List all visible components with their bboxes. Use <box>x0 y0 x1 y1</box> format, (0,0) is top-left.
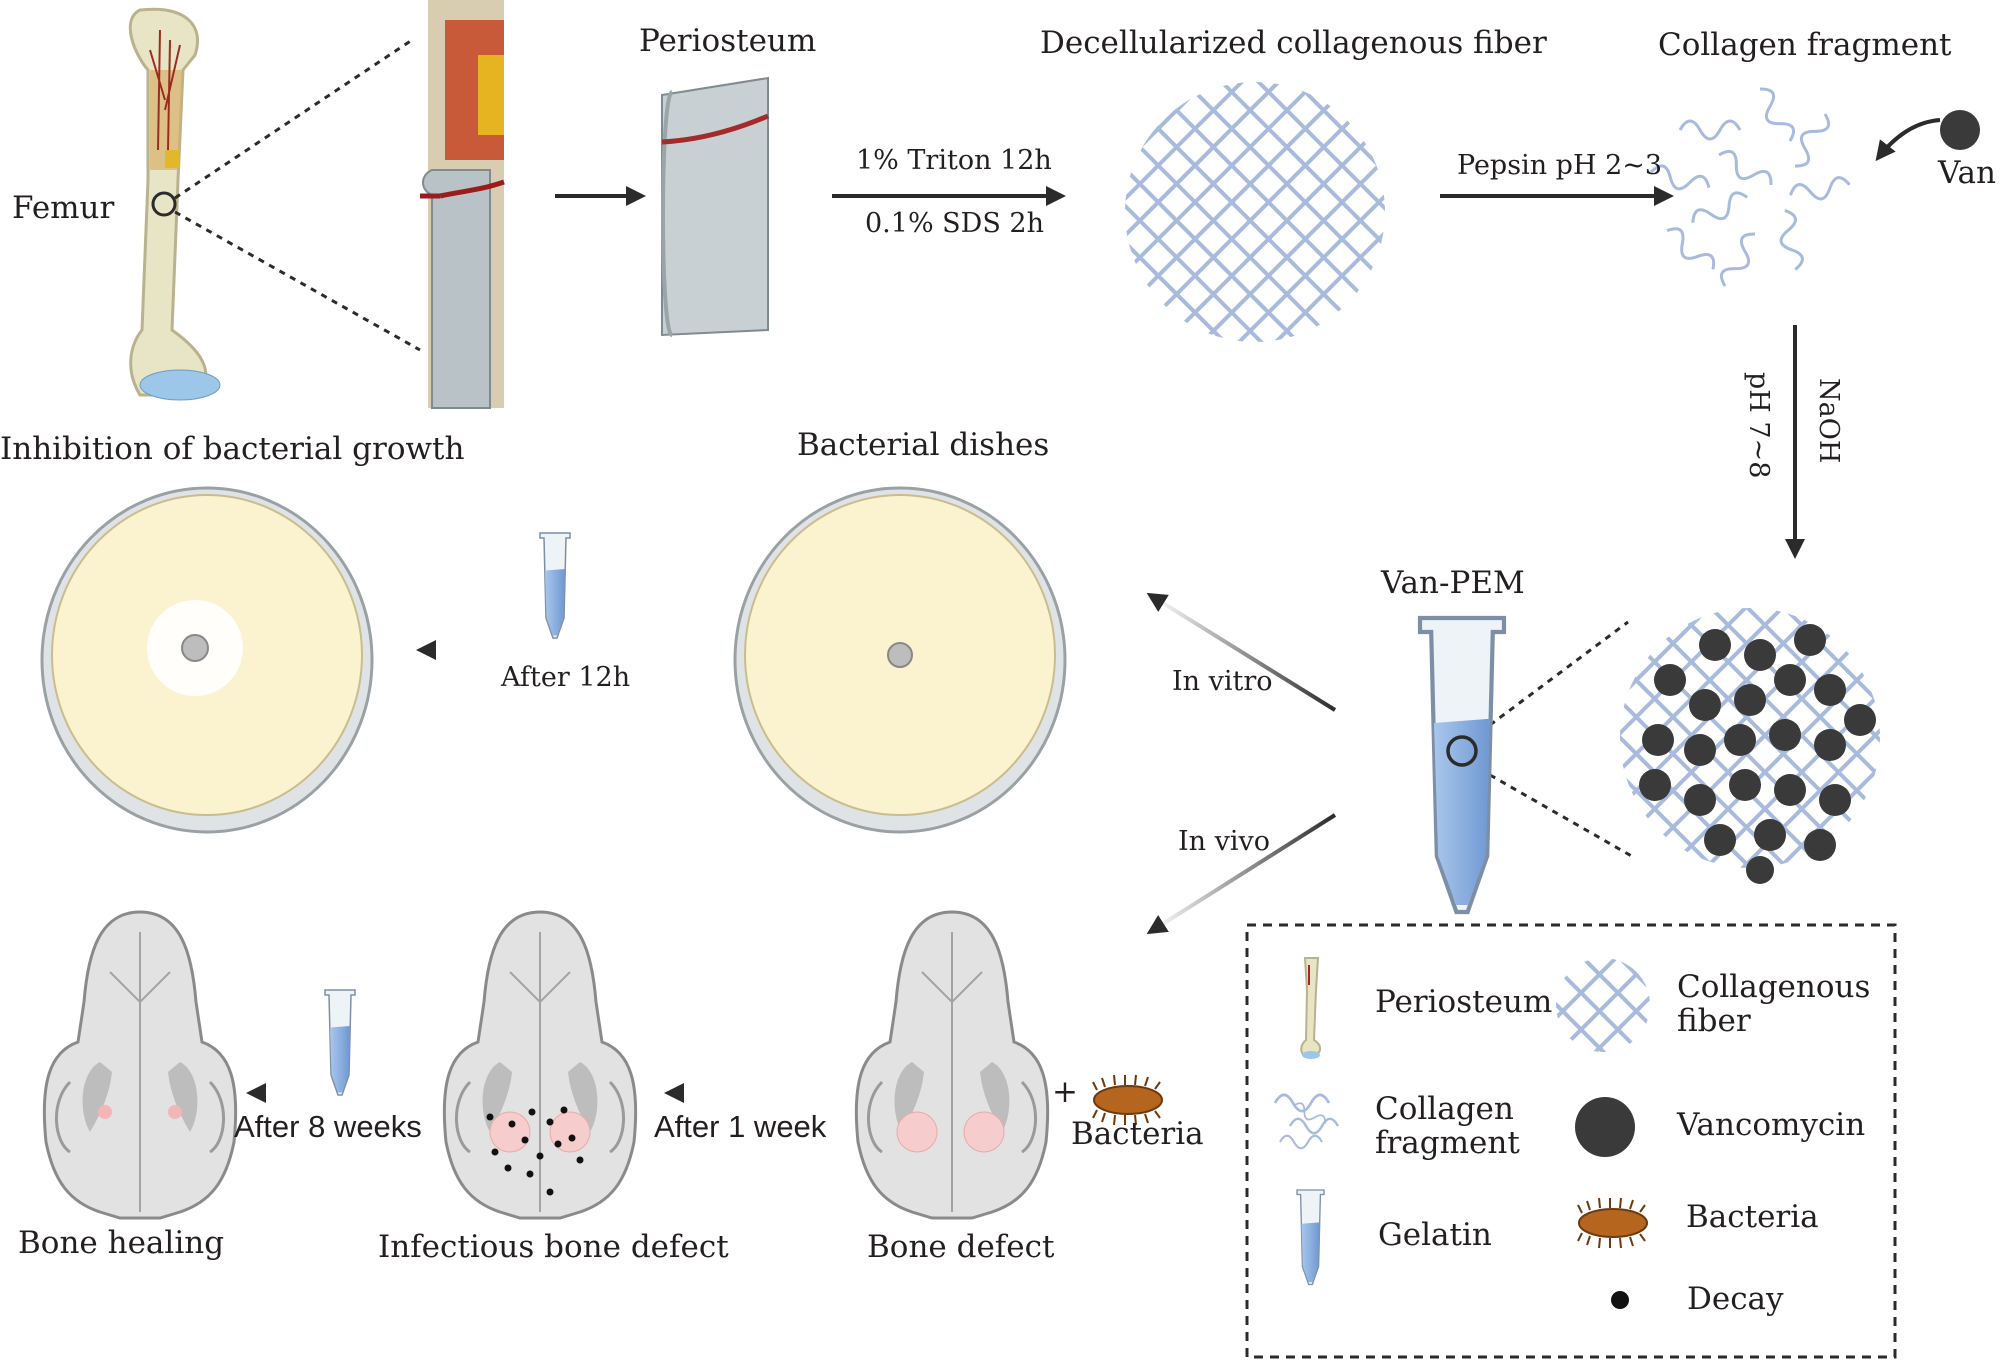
label-infectious-bone-defect: Infectious bone defect <box>378 1229 729 1265</box>
label-after-12h: After 12h <box>501 662 631 693</box>
label-van-pem: Van-PEM <box>1381 565 1525 601</box>
label-pepsin: Pepsin pH 2~3 <box>1457 150 1663 181</box>
legend-periosteum-icon <box>1300 957 1322 1059</box>
skull-infectious-defect <box>442 910 638 1220</box>
label-after-1-week: After 1 week <box>654 1109 827 1144</box>
label-in-vitro: In vitro <box>1172 666 1273 697</box>
label-plus: + <box>1052 1074 1078 1110</box>
skull-bone-healing <box>42 910 238 1220</box>
label-van: Van <box>1938 155 1996 191</box>
zoom-line-top <box>174 38 413 200</box>
label-collagen-fragment: Collagen fragment <box>1658 27 1952 63</box>
label-sds: 0.1% SDS 2h <box>865 208 1044 239</box>
legend-bacteria-icon <box>1577 1197 1648 1249</box>
legend-label-vancomycin: Vancomycin <box>1677 1107 1866 1143</box>
label-bone-healing: Bone healing <box>18 1225 225 1261</box>
legend-label-fragment: fragment <box>1375 1125 1520 1161</box>
legend-gelatin-icon <box>1296 1189 1325 1286</box>
legend-decay-icon <box>1611 1291 1629 1309</box>
vanpem-mesh-illustration <box>1620 608 1880 884</box>
legend-label-gelatin: Gelatin <box>1378 1217 1492 1253</box>
legend-label-decay: Decay <box>1687 1281 1784 1317</box>
femur-illustration <box>128 7 221 401</box>
petri-dish-inhibited <box>40 486 374 834</box>
label-bone-defect: Bone defect <box>867 1229 1055 1265</box>
vanpem-tube <box>1420 618 1504 912</box>
label-periosteum: Periosteum <box>639 23 817 59</box>
label-decellularized-fiber: Decellularized collagenous fiber <box>1040 25 1547 61</box>
zoom-line-vanpem-top <box>1489 620 1629 727</box>
label-bacterial-dishes: Bacterial dishes <box>797 427 1050 463</box>
label-inhibition: Inhibition of bacterial growth <box>0 431 465 467</box>
label-ph78: pH 7~8 <box>1743 372 1774 479</box>
label-naoh: NaOH <box>1813 378 1844 464</box>
legend-box <box>1245 923 1897 1359</box>
arrow-in-vitro <box>1146 592 1337 712</box>
arrow-in-vivo <box>1146 813 1337 935</box>
van-addition-arrow <box>1875 118 1941 162</box>
label-after-8-weeks: After 8 weeks <box>234 1109 422 1144</box>
legend-label-collagenous: Collagenous <box>1677 969 1871 1005</box>
periosteum-sheet-illustration <box>661 76 769 337</box>
gelatin-tube-dish <box>539 532 571 639</box>
zoom-line-vanpem-bottom <box>1489 773 1636 860</box>
label-in-vivo: In vivo <box>1178 826 1271 857</box>
zoom-line-bottom <box>174 210 421 352</box>
label-femur: Femur <box>12 190 115 226</box>
legend-collagenous-fiber-icon <box>1556 958 1650 1052</box>
collagen-fragments-illustration <box>1647 83 1853 292</box>
label-bacteria: Bacteria <box>1071 1116 1204 1152</box>
van-molecule <box>1940 110 1980 150</box>
gelatin-tube-bottom <box>324 989 356 1096</box>
legend-collagen-fragment-icon <box>1273 1093 1340 1150</box>
label-triton: 1% Triton 12h <box>856 145 1052 176</box>
legend-label-bacteria: Bacteria <box>1686 1199 1819 1235</box>
bone-cross-section <box>420 0 505 409</box>
legend-label-fiber: fiber <box>1677 1003 1751 1039</box>
legend-label-collagen: Collagen <box>1375 1091 1514 1127</box>
skull-bone-defect <box>854 910 1050 1220</box>
petri-dish-bacterial <box>733 486 1067 834</box>
legend-label-periosteum: Periosteum <box>1375 984 1553 1020</box>
decellularized-mesh-illustration <box>1125 82 1385 342</box>
legend-vancomycin-icon <box>1575 1097 1635 1157</box>
